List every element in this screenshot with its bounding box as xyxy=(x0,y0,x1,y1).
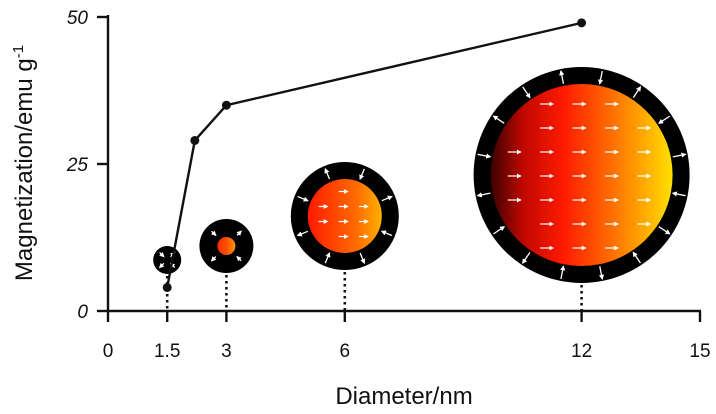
spin-arrow-icon xyxy=(211,230,217,237)
particle-3nm xyxy=(199,219,254,273)
y-axis-title-superscript: -1 xyxy=(10,45,27,58)
spin-arrow-icon xyxy=(658,115,671,124)
spin-arrow-icon xyxy=(324,251,331,264)
data-point xyxy=(221,100,231,110)
spin-arrow-icon xyxy=(380,230,393,237)
x-axis-title: Diameter/nm xyxy=(335,383,472,410)
x-tick-label: 15 xyxy=(689,341,710,362)
x-ticks: 0 1.5 3 6 12 15 xyxy=(103,311,711,362)
data-point xyxy=(577,18,587,28)
y-axis-title: Magnetization/emu g-1 xyxy=(10,45,38,281)
spin-arrow-icon xyxy=(658,226,671,235)
x-tick-label: 6 xyxy=(340,341,351,362)
x-tick-label: 12 xyxy=(571,341,592,362)
spin-arrow-icon xyxy=(359,252,366,265)
particle-6nm xyxy=(290,162,399,270)
spin-arrow-icon xyxy=(381,195,393,202)
spin-arrow-icon xyxy=(236,255,242,262)
spin-arrow-icon xyxy=(158,262,165,269)
spin-arrow-icon xyxy=(476,192,491,198)
y-tick-label: 25 xyxy=(66,155,89,176)
particle-shell xyxy=(153,246,182,274)
axes: 0 25 50 0 1.5 3 6 12 15 xyxy=(66,8,711,362)
data-point xyxy=(162,282,172,292)
spin-arrow-icon xyxy=(522,251,531,265)
spin-arrow-icon xyxy=(598,266,605,280)
spin-arrow-icon xyxy=(632,251,642,264)
series-line xyxy=(166,21,582,288)
spin-arrow-icon xyxy=(493,226,506,235)
spin-arrow-icon xyxy=(598,70,604,85)
particle-leaders xyxy=(165,272,583,310)
y-tick-label: 50 xyxy=(67,8,89,29)
particle-12nm xyxy=(473,67,690,283)
spin-arrow-icon xyxy=(632,85,642,99)
spin-arrow-icon xyxy=(559,70,565,84)
spin-arrow-icon xyxy=(672,152,687,158)
particle-core xyxy=(217,237,236,255)
spin-arrow-icon xyxy=(210,256,217,262)
particle-1-5nm xyxy=(153,246,182,274)
spin-arrow-icon xyxy=(522,86,531,99)
y-tick-label: 0 xyxy=(77,302,88,323)
y-ticks: 0 25 50 xyxy=(66,8,108,323)
particle-core xyxy=(490,84,673,266)
spin-arrow-icon xyxy=(297,195,309,202)
particle-illustrations xyxy=(153,67,690,283)
spin-arrow-icon xyxy=(560,265,566,280)
spin-arrow-icon xyxy=(477,153,492,159)
spin-arrow-icon xyxy=(159,251,165,258)
spin-arrow-icon xyxy=(492,115,505,124)
spin-arrow-icon xyxy=(359,168,365,181)
series-layer xyxy=(162,18,587,292)
x-tick-label: 1.5 xyxy=(154,341,180,362)
data-point xyxy=(190,135,200,145)
spin-arrow-icon xyxy=(671,191,686,197)
y-axis-title-text: Magnetization/emu g xyxy=(11,58,38,281)
spin-arrow-icon xyxy=(296,230,309,237)
x-tick-label: 3 xyxy=(221,341,232,362)
spin-arrow-icon xyxy=(236,230,242,236)
spin-arrow-icon xyxy=(324,167,331,180)
x-tick-label: 0 xyxy=(103,341,114,362)
particle-core xyxy=(307,179,382,253)
